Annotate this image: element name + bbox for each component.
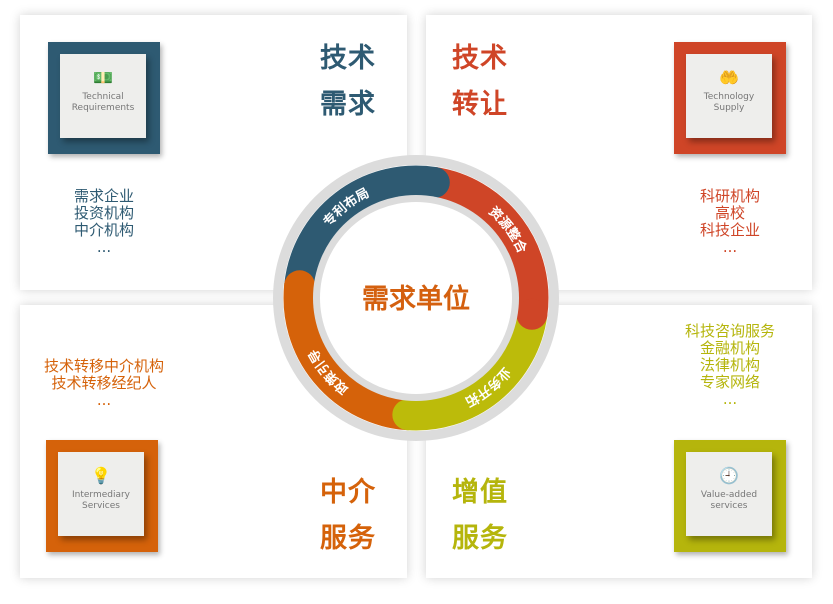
quadrant-title: 中介服务 bbox=[320, 477, 376, 554]
money-icon: 💵 bbox=[93, 68, 113, 87]
hand-coin-icon: 🤲 bbox=[719, 68, 739, 87]
ring-segment-cap bbox=[392, 399, 424, 431]
tile-label: Technical bbox=[82, 92, 124, 102]
ring-segment bbox=[431, 167, 549, 317]
ring-segment-cap bbox=[516, 298, 548, 330]
center-label: 需求单位 bbox=[362, 283, 470, 315]
center-disc bbox=[320, 202, 512, 394]
ring-segment-cap bbox=[284, 270, 316, 302]
ring-segment bbox=[406, 311, 548, 431]
ring-segment bbox=[284, 165, 437, 288]
tile-label: Requirements bbox=[71, 103, 135, 113]
quadrant-title: 增值服务 bbox=[452, 477, 508, 554]
entity-list: 科研机构高校科技企业... bbox=[699, 187, 760, 256]
quadrant-title: 技术需求 bbox=[320, 43, 376, 120]
quadrant-title: 技术转让 bbox=[452, 43, 508, 120]
lightbulb-icon: 💡 bbox=[91, 466, 111, 485]
entity-list: 需求企业投资机构中介机构... bbox=[73, 187, 134, 256]
entity-list: 技术转移中介机构技术转移经纪人... bbox=[43, 357, 164, 409]
ring-segment bbox=[283, 284, 410, 431]
ring-segment-cap bbox=[418, 166, 450, 198]
entity-list: 科技咨询服务金融机构法律机构专家网络... bbox=[684, 322, 775, 408]
clock-icon: 🕘 bbox=[719, 466, 739, 485]
